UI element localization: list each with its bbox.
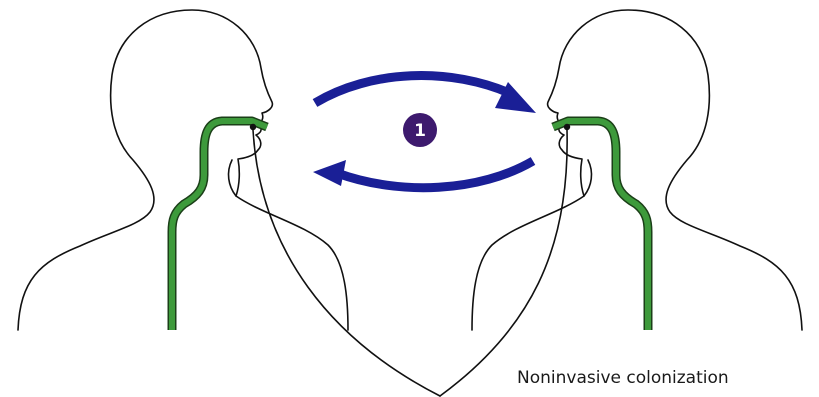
left-person xyxy=(18,10,348,330)
step-number: 1 xyxy=(414,121,426,141)
right-person-jaw xyxy=(584,160,591,196)
left-respiratory-tract-outline xyxy=(172,121,267,330)
arrow-left-to-right xyxy=(315,76,514,103)
left-callout-line xyxy=(253,130,440,396)
left-person-jaw xyxy=(229,160,236,196)
left-respiratory-tract xyxy=(172,121,267,330)
left-person-outline xyxy=(18,10,348,330)
diagram-caption: Noninvasive colonization xyxy=(517,368,729,388)
arrow-left-head xyxy=(313,160,346,186)
arrow-right-to-left xyxy=(337,161,533,188)
step-badge: 1 xyxy=(403,113,437,147)
